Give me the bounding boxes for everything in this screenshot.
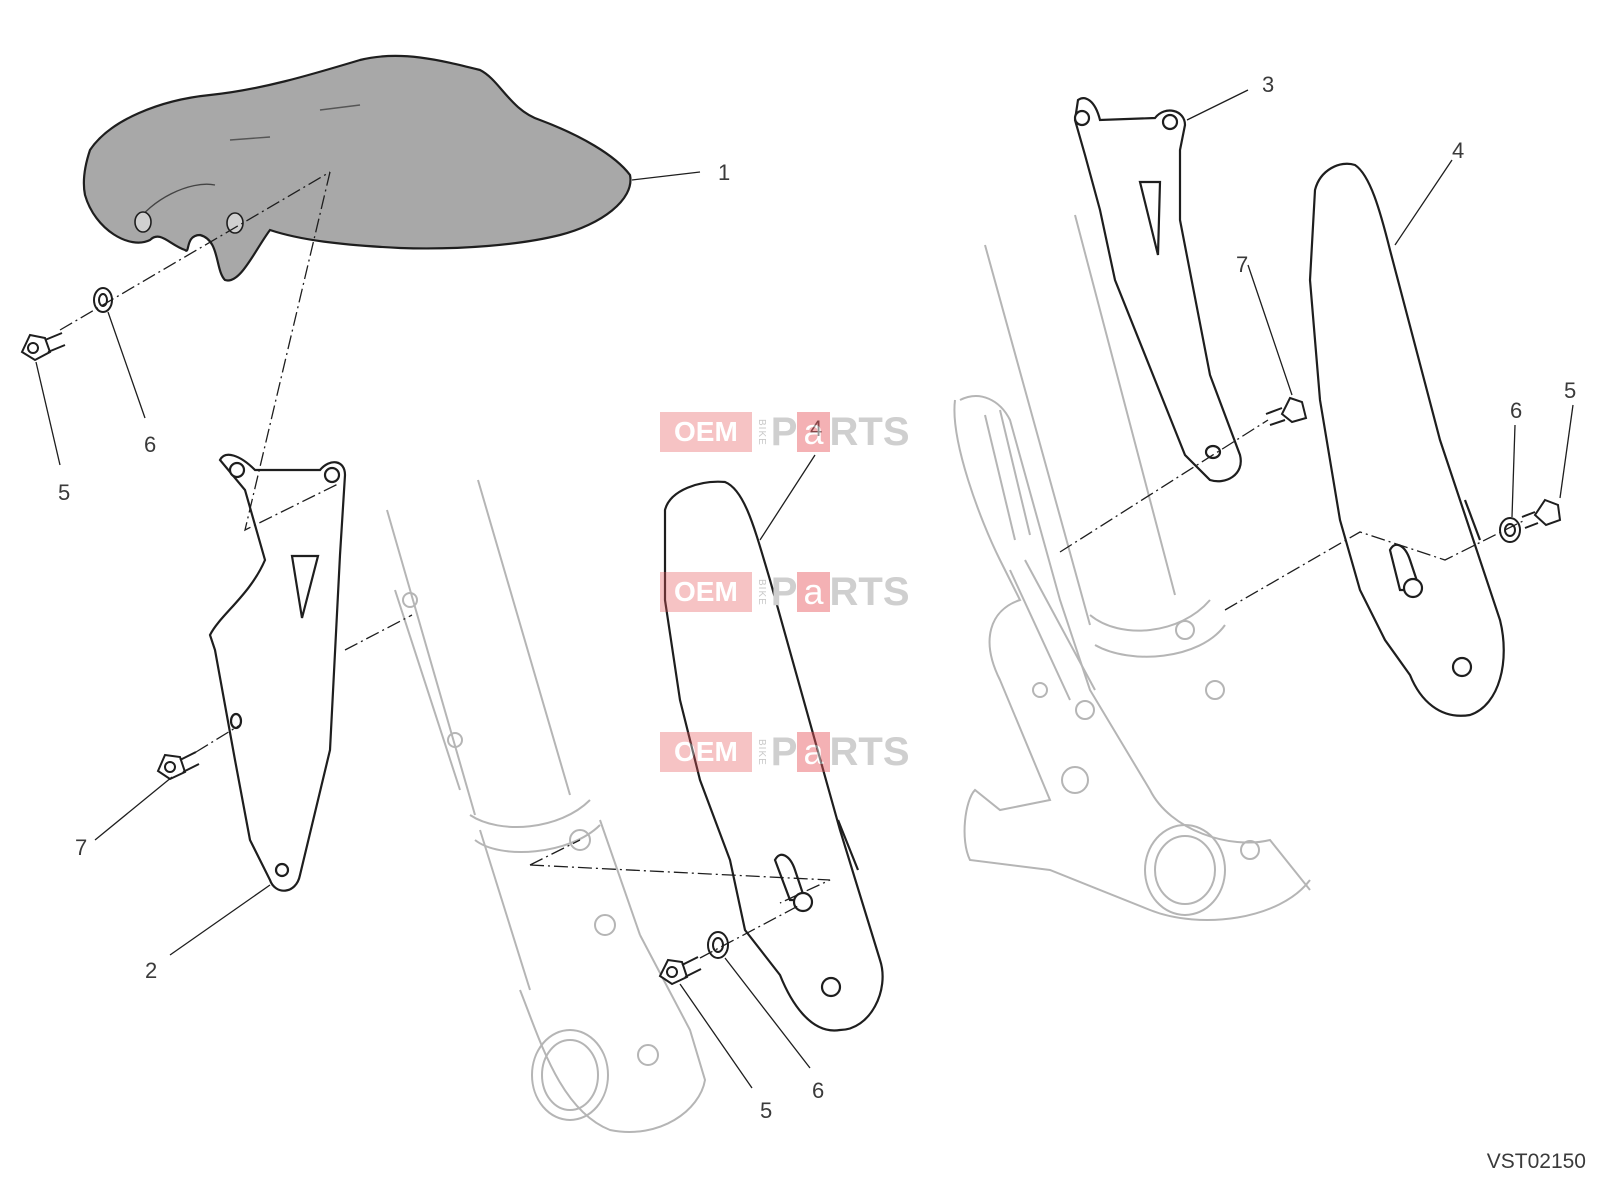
fork-guard-center — [663, 480, 884, 1032]
screw-5-left — [20, 332, 66, 362]
drawing-code: VST02150 — [1486, 1150, 1586, 1173]
watermark-bottom: OEM BIKE P a RTS — [660, 730, 910, 774]
callout-6-left: 6 — [144, 432, 156, 457]
callout-5-right: 5 — [1564, 378, 1576, 403]
washer-6-center — [707, 931, 729, 959]
watermark-middle: OEM BIKE P a RTS — [660, 570, 910, 614]
callout-labels: 1 2 3 4 4 5 5 5 6 6 6 7 7 — [58, 72, 1576, 1123]
callout-5-center: 5 — [760, 1098, 772, 1123]
front-mudguard — [82, 54, 632, 282]
callout-5-left: 5 — [58, 480, 70, 505]
callout-7-right: 7 — [1236, 252, 1248, 277]
callout-2: 2 — [145, 958, 157, 983]
callout-4-right: 4 — [1452, 138, 1464, 163]
callout-3: 3 — [1262, 72, 1274, 97]
leader-lines — [35, 89, 1574, 1089]
callout-7-left: 7 — [75, 835, 87, 860]
watermark-top: OEM BIKE P a RTS — [660, 410, 910, 454]
left-fork-assembly — [386, 479, 707, 1133]
callout-4-center: 4 — [810, 416, 822, 441]
callout-6-center: 6 — [812, 1078, 824, 1103]
callout-1: 1 — [718, 160, 730, 185]
assembly-lines — [59, 171, 1526, 959]
left-mudguard-bracket — [208, 453, 347, 892]
callout-6-right: 6 — [1510, 398, 1522, 423]
screw-7-right — [1265, 396, 1308, 426]
right-mudguard-bracket — [1073, 97, 1242, 483]
screw-5-right — [1521, 498, 1562, 529]
screw-7-left — [156, 751, 200, 781]
fork-guard-right — [1308, 162, 1505, 717]
washer-6-right — [1499, 517, 1521, 543]
hardware — [20, 287, 1562, 986]
right-fork-assembly — [953, 214, 1311, 921]
screw-5-center — [658, 956, 702, 986]
